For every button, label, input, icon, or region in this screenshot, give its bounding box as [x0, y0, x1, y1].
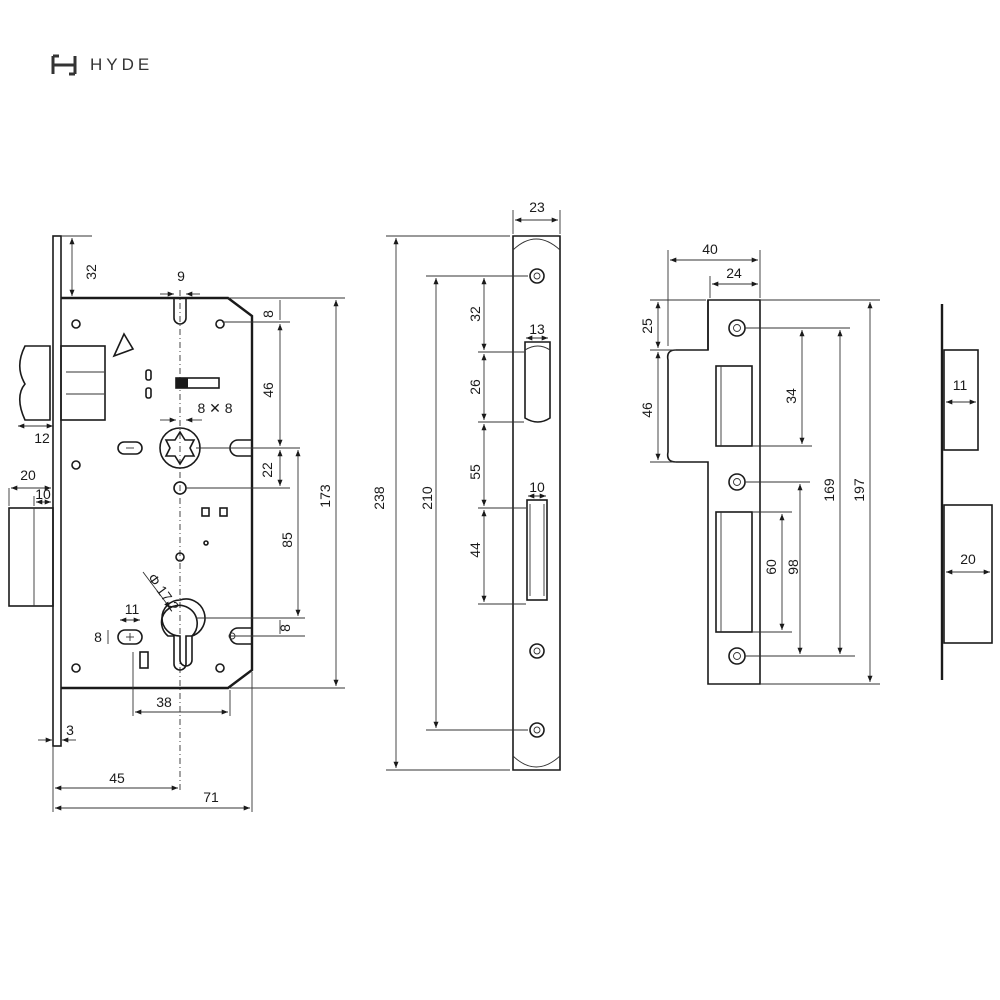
- strike-deadbolt-hole: [715, 511, 753, 633]
- dim-71: 71: [203, 789, 219, 805]
- dim-46: 46: [260, 382, 276, 398]
- dim-20: 20: [20, 467, 36, 483]
- dim-8c: 8: [94, 629, 102, 645]
- dim-55: 55: [467, 464, 483, 480]
- dim-173: 173: [317, 484, 333, 508]
- dim-32-faceplate: 32: [467, 306, 483, 322]
- strike-plate-view: 40 24 25 46 34 60 98 169 197: [639, 241, 880, 685]
- dim-32: 32: [83, 264, 99, 280]
- dim-24: 24: [726, 265, 742, 281]
- lock-body-view: 32 9 8 46 8 ✕ 8 22 85 8 173 Φ: [8, 235, 345, 812]
- dim-45: 45: [109, 770, 125, 786]
- latch-window: [524, 341, 551, 423]
- dim-197: 197: [851, 478, 867, 502]
- strike-latch-hole: [715, 365, 753, 447]
- dim-13: 13: [529, 321, 545, 337]
- faceplate-screw-bottom: [529, 722, 545, 738]
- dim-98: 98: [785, 559, 801, 575]
- dim-26: 26: [467, 379, 483, 395]
- dim-38: 38: [156, 694, 172, 710]
- dim-8b: 8: [277, 624, 293, 632]
- dim-10-faceplate: 10: [529, 479, 545, 495]
- lock-case-outline: [61, 296, 254, 690]
- dim-phi-17-2: Φ 17.2: [145, 570, 183, 614]
- dim-40: 40: [702, 241, 718, 257]
- dim-12: 12: [34, 430, 50, 446]
- dim-60: 60: [763, 559, 779, 575]
- brand-name: HYDE: [90, 55, 154, 74]
- dim-34: 34: [783, 388, 799, 404]
- dim-238: 238: [371, 486, 387, 510]
- dim-25: 25: [639, 318, 655, 334]
- side-view: 11 20: [940, 304, 993, 680]
- dim-11: 11: [125, 601, 140, 617]
- dim-8x8: 8 ✕ 8: [197, 400, 232, 416]
- dim-44: 44: [467, 542, 483, 558]
- top-slot: [173, 298, 187, 325]
- dim-169: 169: [821, 478, 837, 502]
- brand-header: HYDE: [50, 52, 153, 78]
- hyde-logo-icon: [51, 54, 77, 76]
- latch-housing: [60, 345, 106, 421]
- dim-210: 210: [419, 486, 435, 510]
- dim-10: 10: [35, 486, 51, 502]
- dim-23: 23: [529, 199, 545, 215]
- dim-22: 22: [259, 462, 275, 478]
- dim-8a: 8: [260, 310, 276, 318]
- dim-46-strike: 46: [639, 402, 655, 418]
- lock-faceplate-strip: [52, 235, 62, 747]
- side-latch-box: [943, 349, 979, 451]
- strike-plate-outline: [666, 299, 761, 685]
- dim-9: 9: [177, 268, 185, 284]
- side-deadbolt-box: [943, 504, 993, 644]
- dim-20-side: 20: [960, 551, 976, 567]
- faceplate-view: 23 238 210 32 13 26 55 10 44: [371, 199, 561, 771]
- dim-3: 3: [66, 722, 74, 738]
- deadbolt: [8, 507, 54, 607]
- indicator-triangle-icon: [112, 332, 135, 358]
- deadbolt-window: [526, 499, 548, 601]
- dim-85: 85: [279, 532, 295, 548]
- dim-11-side: 11: [953, 377, 968, 393]
- latch-bolt: [18, 345, 51, 421]
- faceplate-screw-top: [529, 268, 545, 284]
- faceplate-outline: [512, 235, 561, 771]
